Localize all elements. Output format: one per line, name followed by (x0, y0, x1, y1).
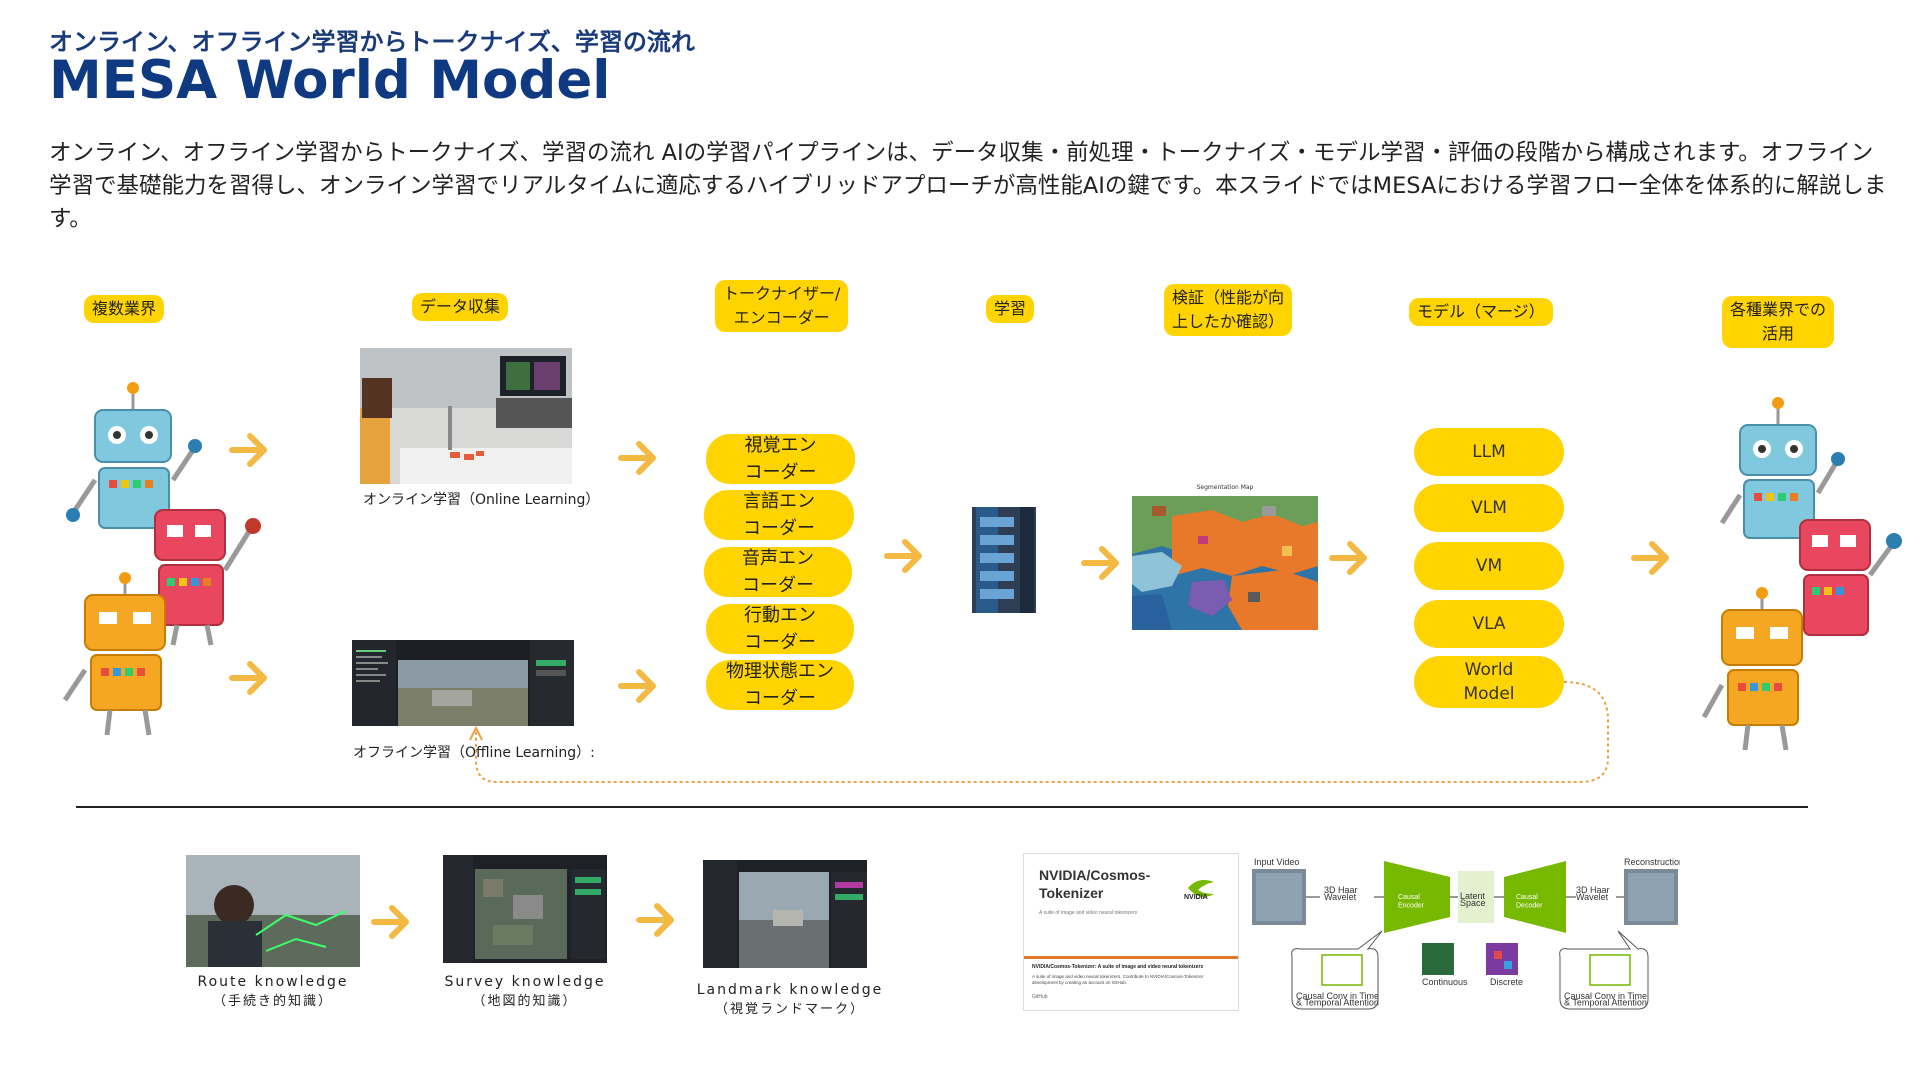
feedback-loop-line (469, 681, 1609, 783)
flow-arrow-icon (229, 661, 267, 695)
encoder-physical-state: 物理状態エン コーダー (706, 660, 854, 710)
segmentation-map-image (1132, 496, 1318, 630)
flow-arrow-icon (371, 905, 409, 939)
offline-learning-screenshot (352, 640, 574, 726)
encoder-action: 行動エン コーダー (706, 604, 854, 654)
survey-knowledge-subtitle: （地図的知識） (472, 994, 578, 1009)
segmentation-map-title: Segmentation Map (1196, 484, 1254, 491)
survey-knowledge-image (443, 855, 607, 963)
landmark-knowledge-image (703, 860, 867, 968)
cosmos-card-divider (1024, 956, 1238, 959)
route-knowledge-image (186, 855, 360, 967)
arch-output-label: Reconstruction (1624, 857, 1680, 867)
stage-validation: 検証（性能が向 上したか確認） (1164, 284, 1293, 336)
cosmos-tokenizer-card[interactable]: NVIDIA/Cosmos- Tokenizer NVIDIA A suite … (1023, 853, 1239, 1011)
encoder-audio: 音声エン コーダー (704, 547, 852, 597)
stage-training: 学習 (986, 295, 1035, 323)
robots-left-illustration (62, 382, 261, 736)
flow-arrow-icon (884, 539, 922, 573)
model-vla: VLA (1414, 600, 1564, 648)
slide-title: MESA World Model (49, 50, 611, 111)
arch-continuous: Continuous (1422, 977, 1468, 987)
model-llm: LLM (1414, 428, 1564, 476)
flow-arrow-icon (636, 903, 674, 937)
nvidia-brand: NVIDIA (1184, 894, 1208, 901)
flow-arrow-icon (1329, 541, 1367, 575)
model-world-model: World Model (1414, 656, 1564, 708)
stage-model-merge: モデル（マージ） (1409, 298, 1553, 326)
stage-application: 各種業界での 活用 (1722, 296, 1835, 348)
landmark-knowledge-label: Landmark knowledge (696, 982, 884, 998)
cosmos-card-footer-title: NVIDIA/Cosmos-Tokenizer: A suite of imag… (1032, 964, 1204, 970)
flow-arrow-icon (618, 669, 656, 703)
arch-attn-left: Causal Conv in Time& Temporal Attention (1296, 991, 1379, 1008)
arch-input-label: Input Video (1254, 857, 1299, 867)
encoder-visual: 視覚エン コーダー (706, 434, 855, 484)
cosmos-card-source: GitHub (1032, 994, 1048, 1000)
cosmos-card-title: NVIDIA/Cosmos- Tokenizer (1039, 867, 1151, 901)
route-knowledge-subtitle: （手続き的知識） (212, 994, 333, 1009)
offline-learning-caption: オフライン学習（Offline Learning）: (353, 745, 595, 761)
arch-discrete: Discrete (1490, 977, 1523, 987)
slide-description: オンライン、オフライン学習からトークナイズ、学習の流れ AIの学習パイプラインは… (49, 140, 1887, 232)
survey-knowledge-label: Survey knowledge (444, 974, 606, 990)
model-vlm: VLM (1414, 484, 1564, 532)
cosmos-card-stats (1039, 932, 1219, 938)
nvidia-logo-icon (1188, 880, 1214, 897)
arch-attn-right: Causal Conv in Time& Temporal Attention (1564, 991, 1647, 1008)
cosmos-card-tagline: A suite of image and video neural tokeni… (1039, 910, 1138, 916)
stage-industries: 複数業界 (84, 295, 165, 323)
stage-tokenizer: トークナイザー/ エンコーダー (715, 280, 849, 332)
slide-subtitle: オンライン、オフライン学習からトークナイズ、学習の流れ (49, 28, 695, 56)
flow-arrow-icon (1631, 541, 1669, 575)
online-learning-photo (360, 348, 572, 484)
cosmos-card-footer-text: A suite of image and video neural tokeni… (1032, 974, 1204, 985)
flow-arrow-icon (1081, 546, 1119, 580)
flow-arrow-icon (229, 433, 267, 467)
landmark-knowledge-subtitle: （視覚ランドマーク） (714, 1002, 865, 1017)
stage-data-collection: データ収集 (412, 293, 509, 321)
route-knowledge-label: Route knowledge (197, 974, 349, 990)
server-icon (972, 507, 1036, 613)
flow-arrow-icon (618, 441, 656, 475)
model-vm: VM (1414, 542, 1564, 590)
online-learning-caption: オンライン学習（Online Learning） (363, 492, 600, 508)
section-divider (76, 806, 1808, 808)
robots-right-illustration (1701, 397, 1902, 751)
encoder-language: 言語エン コーダー (704, 490, 854, 540)
